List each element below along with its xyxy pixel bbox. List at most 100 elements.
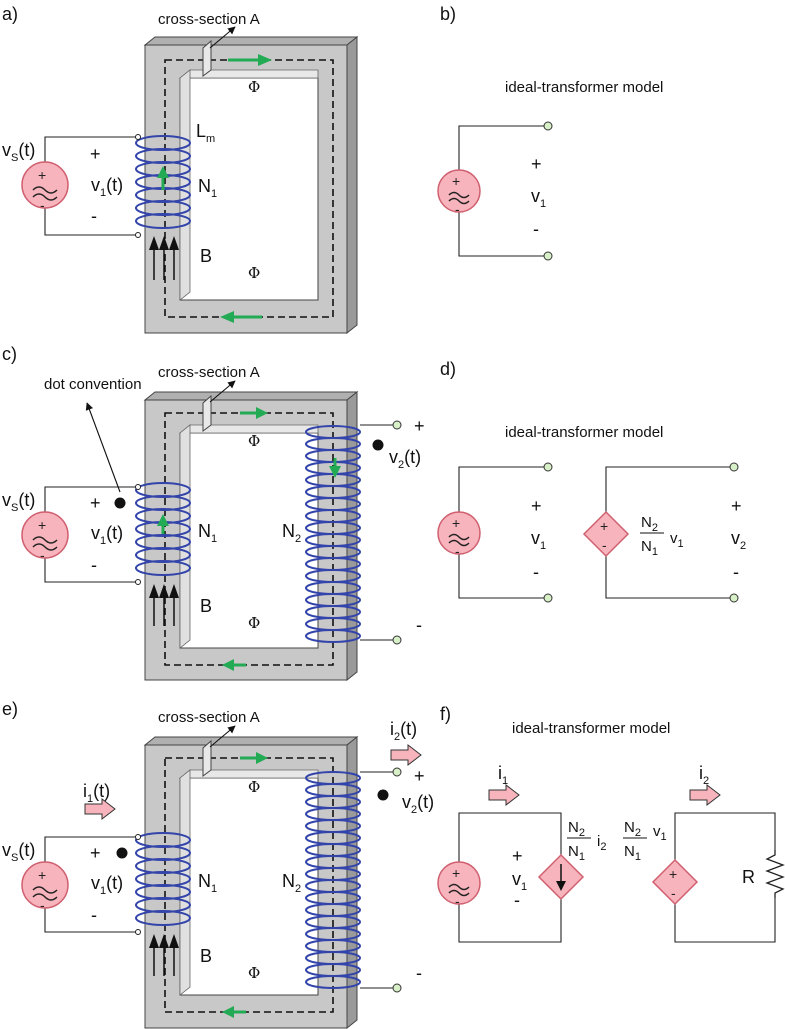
minus-sign-d: -	[533, 562, 539, 582]
flux-arrow-bottom-a	[220, 311, 262, 323]
svg-text:N2: N2	[641, 514, 658, 534]
b-label-e: B	[200, 946, 212, 966]
flux-arrow-coil-c	[157, 514, 169, 534]
cross-section-label-e: cross-section A	[158, 709, 260, 726]
plus-sign-d2: +	[731, 496, 742, 516]
plus-sign-a: +	[90, 144, 101, 164]
v2t-label-e: v2(t)	[402, 792, 434, 816]
vs-label-c: vS(t)	[2, 490, 35, 514]
svg-text:+: +	[452, 515, 460, 531]
b-field-arrows-c	[149, 584, 179, 626]
dependent-current-source-f	[537, 853, 585, 901]
i2t-label-e: i2(t)	[390, 719, 417, 743]
resistor-f	[765, 850, 785, 898]
panel-label-b: b)	[440, 4, 456, 24]
minus-sign-secondary-c: -	[416, 615, 422, 635]
phi-label-bottom-a: Φ	[248, 264, 260, 282]
r-label-f: R	[742, 867, 755, 887]
v1-label-d: v1	[531, 528, 546, 552]
panel-label-c: c)	[2, 344, 17, 364]
svg-text:+: +	[452, 173, 460, 189]
flux-arrow-coil-a	[157, 166, 169, 190]
i2t-arrow-e	[390, 743, 422, 767]
ideal-model-label-d: ideal-transformer model	[505, 424, 663, 441]
svg-text:N1: N1	[641, 538, 658, 558]
phi-label-top-c: Φ	[248, 432, 260, 450]
cross-section-label-c: cross-section A	[158, 364, 260, 381]
panel-e: e) cross-section A Φ Φ	[2, 699, 434, 1029]
panel-label-e: e)	[2, 699, 18, 719]
plus-sign-secondary-e: +	[414, 766, 425, 786]
svg-text:+: +	[669, 866, 677, 882]
flux-arrow-bottom-c	[222, 659, 246, 671]
v1t-label-e: v1(t)	[91, 873, 123, 897]
v1-label-f: v1	[512, 869, 527, 893]
n2-label-e: N2	[282, 871, 301, 895]
minus-sign-f: -	[514, 890, 520, 910]
plus-sign-c: +	[90, 493, 101, 513]
svg-text:v1: v1	[653, 823, 667, 843]
panel-c: c) cross-section A Φ Φ	[2, 344, 425, 682]
svg-text:-: -	[455, 543, 460, 559]
secondary-coil-e	[305, 771, 361, 989]
flux-arrow-top-a	[228, 54, 272, 66]
panel-d: d) ideal-transformer model + - + v1 - + …	[437, 359, 746, 603]
vs-label-e: vS(t)	[2, 840, 35, 864]
phi-label-bottom-e: Φ	[248, 964, 260, 982]
voltage-source-a: + -	[21, 161, 69, 213]
v1-label-b: v1	[531, 186, 546, 210]
b-field-arrows-a	[149, 236, 179, 280]
svg-text:-: -	[40, 897, 45, 913]
svg-text:-: -	[40, 547, 45, 563]
voltage-source-c: + -	[21, 511, 69, 563]
secondary-coil-c	[305, 425, 361, 643]
phi-label-top-e: Φ	[248, 778, 260, 796]
minus-sign-a: -	[91, 206, 97, 226]
flux-arrow-top-c	[240, 407, 268, 419]
svg-text:+: +	[38, 167, 46, 183]
phi-label-bottom-c: Φ	[248, 614, 260, 632]
panel-label-d: d)	[440, 359, 456, 379]
svg-text:-: -	[40, 197, 45, 213]
turns-ratio-v-f: N2 N1 v1	[623, 819, 667, 863]
svg-text:-: -	[671, 885, 676, 901]
panel-f: f) ideal-transformer model + - + v1 - i1…	[437, 704, 785, 943]
minus-sign-e: -	[91, 905, 97, 925]
minus-sign-d2: -	[733, 562, 739, 582]
b-label-a: B	[200, 246, 212, 266]
dependent-voltage-source-d: + -	[582, 510, 630, 558]
flux-arrow-secondary-c	[329, 458, 341, 478]
voltage-source-f: + -	[437, 861, 481, 909]
panel-label-f: f)	[440, 704, 451, 724]
i1t-label-e: i1(t)	[83, 781, 110, 805]
svg-text:-: -	[455, 201, 460, 217]
turns-ratio-v-d: N2 N1 v1	[640, 514, 684, 558]
i1-arrow-f	[488, 783, 520, 807]
panel-label-a: a)	[2, 4, 18, 24]
n2-label-c: N2	[282, 521, 301, 545]
n1-label-c: N1	[198, 521, 217, 545]
v2-label-d: v2	[731, 528, 746, 552]
svg-text:N1: N1	[624, 843, 641, 863]
flux-arrow-top-e	[240, 752, 268, 764]
primary-coil-e	[135, 832, 191, 926]
dot-secondary-e	[377, 789, 389, 801]
b-field-arrows-e	[149, 934, 179, 976]
i1t-arrow-e	[84, 797, 116, 821]
turns-ratio-i-f: N2 N1 i2	[567, 819, 606, 863]
plus-sign-secondary-c: +	[414, 416, 425, 436]
svg-text:-: -	[455, 893, 460, 909]
svg-text:N1: N1	[568, 843, 585, 863]
svg-text:v1: v1	[670, 530, 684, 550]
dependent-voltage-source-f: + -	[651, 858, 699, 906]
i1-label-f: i1	[498, 763, 508, 787]
panel-b: b) ideal-transformer model + - + v1 -	[437, 4, 663, 261]
minus-sign-secondary-e: -	[416, 963, 422, 983]
flux-arrow-bottom-e	[222, 1006, 246, 1018]
v1t-label-a: v1(t)	[91, 175, 123, 199]
plus-sign-f: +	[512, 846, 523, 866]
ideal-model-label-b: ideal-transformer model	[505, 79, 663, 96]
plus-sign-e: +	[90, 843, 101, 863]
panel-a: a) cross-section A Φ Φ	[2, 4, 359, 335]
